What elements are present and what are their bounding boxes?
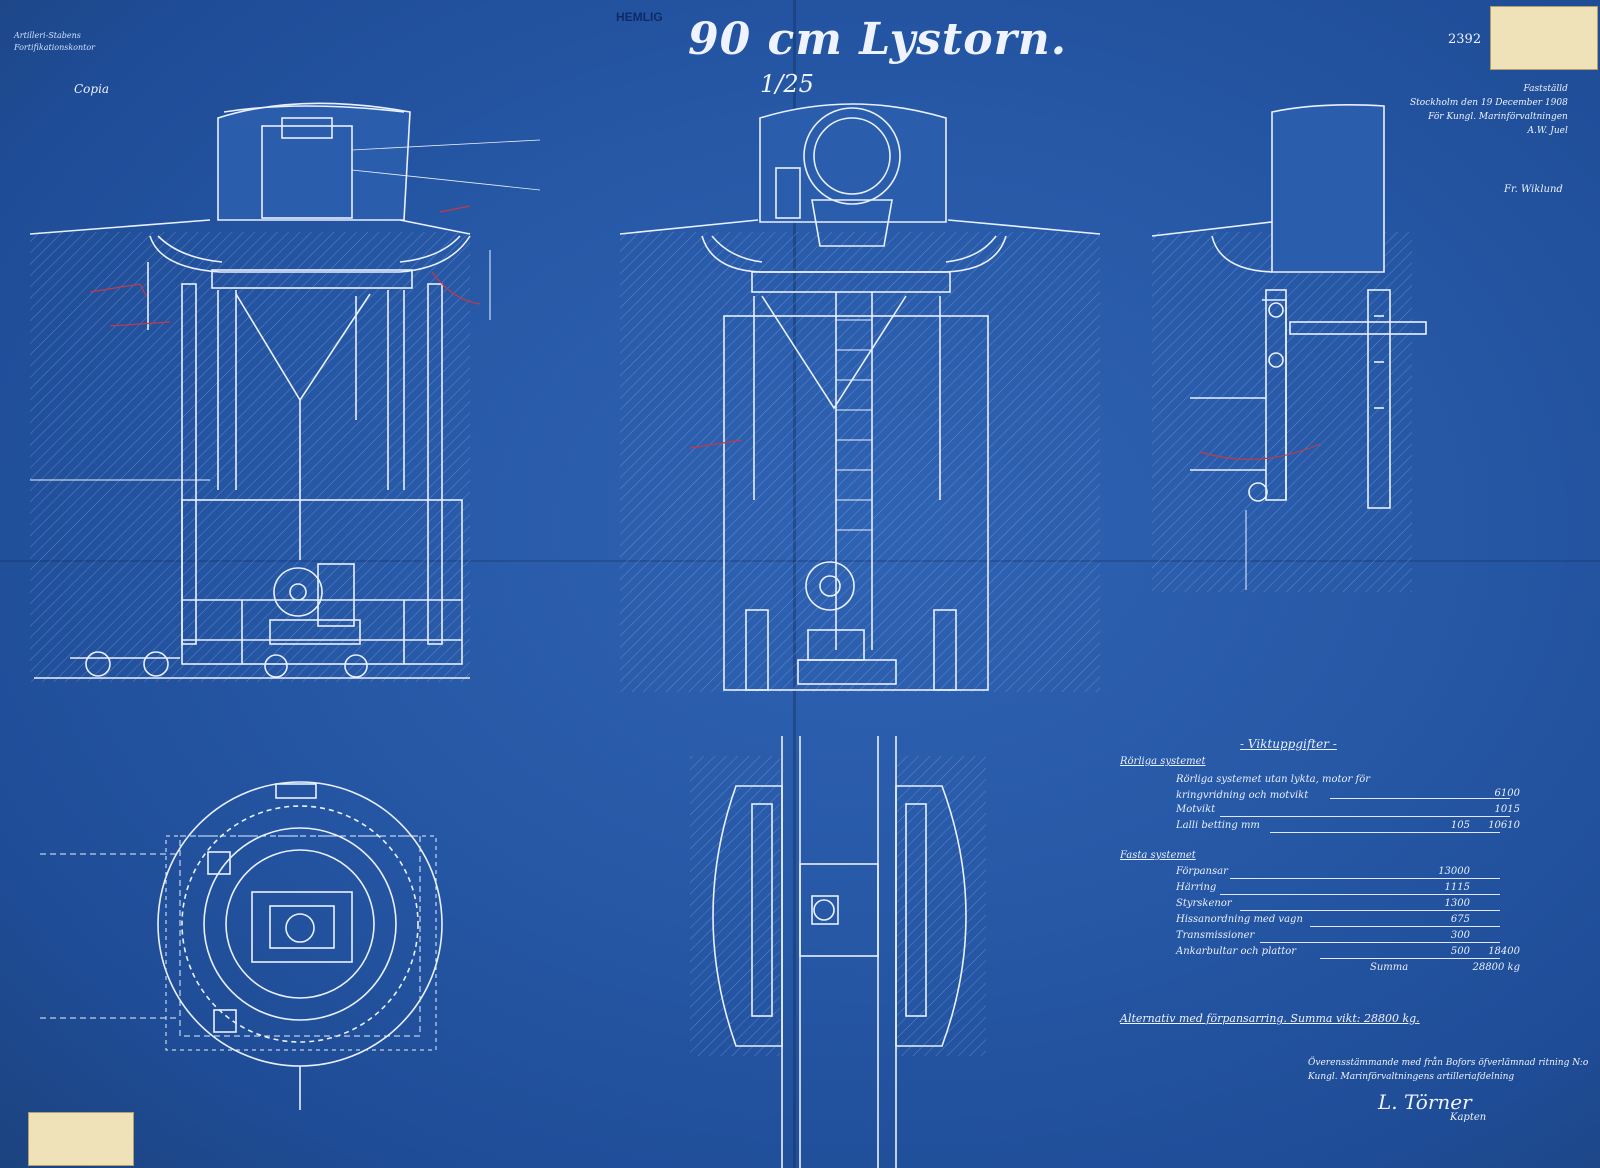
approval-block: Fastställd Stockholm den 19 December 190… — [1410, 82, 1568, 138]
fixed-subtotal: 18400 — [1488, 946, 1520, 957]
movable-row-value: 1015 — [1494, 804, 1520, 815]
fixed-row-label: Ankarbultar och plattor — [1176, 946, 1297, 957]
captain-title: Kapten — [1450, 1112, 1487, 1123]
movable-heading: Rörliga systemet — [1120, 756, 1206, 767]
approval-line-4: A.W. Juel — [1527, 126, 1568, 136]
pencil-annotations — [89, 205, 1321, 460]
fixed-row-label: Förpansar — [1176, 866, 1228, 877]
leader-line — [1270, 832, 1500, 833]
leader-line — [1310, 926, 1500, 927]
leader-line — [1330, 798, 1510, 799]
classification-label: HEMLIG — [616, 10, 663, 24]
movable-subtotal: 10610 — [1488, 820, 1520, 831]
archive-sticker-top — [1490, 6, 1598, 70]
signatory-name: Fr. Wiklund — [1504, 184, 1563, 195]
copy-label: Copia — [74, 82, 110, 96]
front-elevation-view — [619, 103, 1101, 692]
drawing-number: 2392 — [1448, 32, 1482, 47]
fixed-row-value: 500 — [1450, 946, 1470, 957]
movable-row-label: Lalli betting mm — [1176, 820, 1260, 831]
movable-row-label: Motvikt — [1176, 804, 1216, 815]
sum-label: Summa — [1370, 962, 1409, 973]
office-stamp: Artilleri-Stabens Fortifikationskontor — [14, 30, 95, 54]
approval-line-1: Fastställd — [1523, 84, 1568, 94]
side-detail-view — [1151, 104, 1427, 592]
leader-line — [1260, 942, 1500, 943]
movable-row-label: Rörliga systemet utan lykta, motor för k… — [1176, 774, 1371, 801]
fixed-row-value: 675 — [1450, 914, 1470, 925]
movable-row-value: 105 — [1450, 820, 1470, 831]
archive-sticker-bottom — [28, 1112, 134, 1166]
conformity-note-line-2: Kungl. Marinförvaltningens artilleriafde… — [1308, 1072, 1515, 1082]
fixed-row-label: Transmissioner — [1176, 930, 1255, 941]
leader-line — [1220, 816, 1510, 817]
fixed-row-value: 13000 — [1438, 866, 1470, 877]
captain-signature: L. Törner — [1378, 1090, 1472, 1114]
side-elevation-view — [29, 102, 541, 682]
plan-view — [40, 781, 443, 1110]
movable-row-value: 6100 — [1494, 788, 1520, 799]
office-stamp-line-2: Fortifikationskontor — [14, 43, 95, 52]
office-stamp-line-1: Artilleri-Stabens — [14, 31, 81, 40]
approval-line-2: Stockholm den 19 December 1908 — [1410, 98, 1568, 108]
fixed-heading: Fasta systemet — [1120, 850, 1196, 861]
leader-line — [1240, 910, 1500, 911]
fixed-row-value: 300 — [1450, 930, 1470, 941]
approval-line-3: För Kungl. Marinförvaltningen — [1428, 112, 1568, 122]
fixed-row-value: 1115 — [1444, 882, 1470, 893]
fixed-row-value: 1300 — [1444, 898, 1470, 909]
sum-value: 28800 kg — [1472, 962, 1520, 973]
conformity-note: Överensstämmande med från Bofors öfverlä… — [1308, 1056, 1588, 1084]
leader-line — [1220, 894, 1500, 895]
fixed-row-label: Härring — [1176, 882, 1217, 893]
fixed-row-label: Hissanordning med vagn — [1176, 914, 1303, 925]
leader-line — [1230, 878, 1500, 879]
shaft-section-view — [690, 736, 986, 1168]
conformity-note-line-1: Överensstämmande med från Bofors öfverlä… — [1308, 1058, 1589, 1068]
drawing-scale: 1/25 — [760, 70, 814, 98]
leader-line — [1320, 958, 1500, 959]
weights-heading: - Viktuppgifter - — [1240, 737, 1337, 751]
drawing-title: 90 cm Lystorn. — [688, 14, 1068, 65]
alternative-weight-note: Alternativ med förpansarring. Summa vikt… — [1120, 1012, 1420, 1025]
fixed-row-label: Styrskenor — [1176, 898, 1232, 909]
